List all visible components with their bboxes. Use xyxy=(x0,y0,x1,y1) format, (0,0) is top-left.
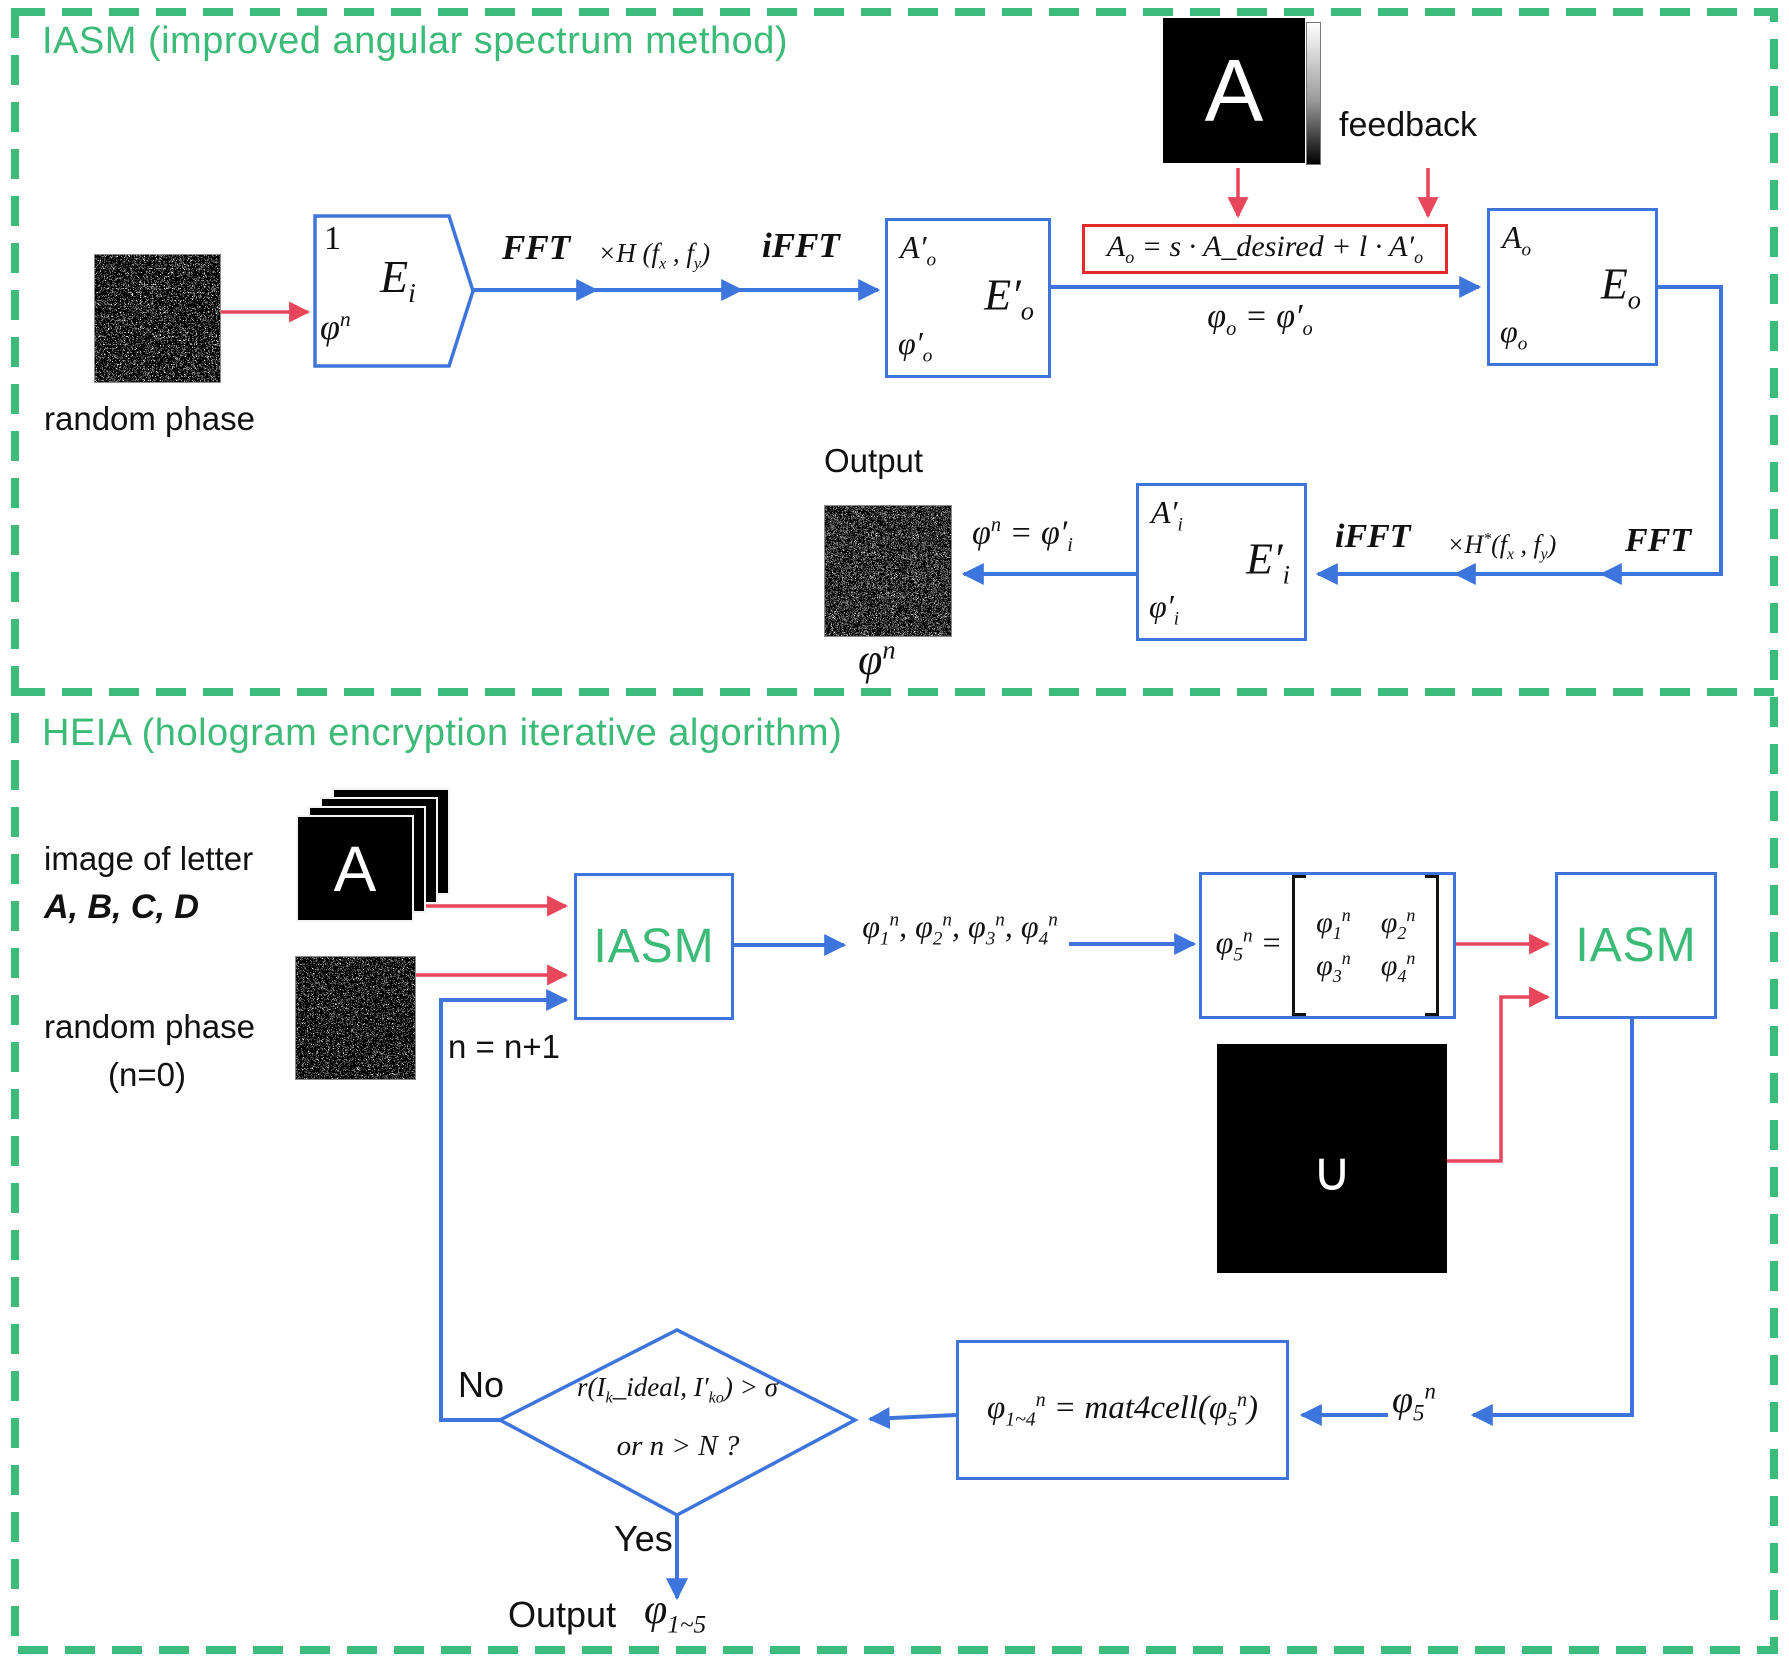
fft-forward-label: FFT xyxy=(502,228,571,267)
matrix-cell-12: φ2n xyxy=(1380,904,1416,943)
phase-list-label: φ1n, φ2n, φ3n, φ4n xyxy=(862,908,1058,950)
fft-return-label: FFT xyxy=(1625,522,1692,559)
output-hologram-image xyxy=(824,505,952,637)
ei-prime-field: E′i xyxy=(1246,534,1290,590)
amplitude-constraint-formula: Ao = s · A_desired + l · A′o xyxy=(1106,230,1424,267)
iasm-block-2: IASM xyxy=(1555,872,1717,1019)
eo-prime-amplitude: A′o xyxy=(900,229,937,271)
phase-update-formula: φo = φ′o xyxy=(1207,298,1313,340)
section-borders xyxy=(11,8,1778,1654)
iasm-section-title: IASM (improved angular spectrum method) xyxy=(42,20,789,62)
mat4cell-box: φ1~4n = mat4cell(φ5n) xyxy=(956,1340,1289,1480)
iasm-output-phase-label: φn xyxy=(858,634,896,684)
eo-prime-box: A′o E′o φ′o xyxy=(885,218,1051,378)
eo-box: Ao Eo φo xyxy=(1487,208,1658,366)
transfer-function-forward-label: ×H (fx , fy) xyxy=(598,238,711,273)
matrix-cells: φ1n φ2n φ3n φ4n xyxy=(1316,905,1415,987)
matrix-lhs: φ5n = xyxy=(1215,924,1283,966)
transfer-function-return-label: ×H*(fx , fy) xyxy=(1447,530,1557,564)
ifft-forward-label: iFFT xyxy=(762,226,840,265)
iasm-block-1: IASM xyxy=(574,873,734,1020)
letter-image-stack: A xyxy=(296,788,456,924)
decision-diamond xyxy=(496,1328,859,1517)
desired-image-letter-a: A xyxy=(1163,18,1305,163)
random-phase-image-heia xyxy=(295,956,416,1080)
random-phase-image xyxy=(94,254,221,383)
matrix-bracket-left xyxy=(1292,875,1307,1016)
random-phase-label: random phase xyxy=(44,400,255,437)
ei-prime-box: A′i E′i φ′i xyxy=(1136,483,1307,641)
matrix-cell-21: φ3n xyxy=(1316,947,1351,986)
phi5-matrix-box: φ5n = φ1n φ2n φ3n φ4n xyxy=(1199,872,1456,1019)
eo-prime-field: E′o xyxy=(984,270,1034,326)
eo-phase: φo xyxy=(1500,312,1528,354)
condition-line-1: r(Ik_ideal, I′ko) > σ xyxy=(577,1372,778,1407)
input-field-pentagon xyxy=(313,214,475,368)
grayscale-colorbar xyxy=(1306,22,1321,165)
random-phase-label-heia: random phase xyxy=(44,1008,255,1045)
amplitude-constraint-box: Ao = s · A_desired + l · A′o xyxy=(1082,224,1448,274)
matrix-cell-11: φ1n xyxy=(1316,904,1351,943)
ei-prime-amplitude: A′i xyxy=(1151,494,1183,536)
ei-prime-phase: φ′i xyxy=(1149,587,1180,629)
eo-prime-phase: φ′o xyxy=(898,324,933,366)
pentagon-phase-label: φn xyxy=(320,307,351,347)
pentagon-field-label: Ei xyxy=(380,251,416,309)
pentagon-amplitude-one: 1 xyxy=(324,220,341,257)
ifft-return-label: iFFT xyxy=(1335,518,1411,555)
eo-field: Eo xyxy=(1600,259,1641,315)
letter-names-label: A, B, C, D xyxy=(44,888,199,926)
condition-line-2: or n > N ? xyxy=(616,1430,740,1462)
heia-section-title: HEIA (hologram encryption iterative algo… xyxy=(42,712,843,754)
iasm-output-label: Output xyxy=(824,442,924,479)
image-of-letter-label: image of letter xyxy=(44,840,254,877)
mat4cell-formula: φ1~4n = mat4cell(φ5n) xyxy=(986,1388,1259,1431)
no-branch-label: No xyxy=(458,1364,505,1405)
matrix-bracket-right xyxy=(1425,875,1440,1016)
phase-output-formula: φn = φ′i xyxy=(972,514,1073,557)
heia-output-label: Output xyxy=(508,1594,617,1635)
phi5-label: φ5n xyxy=(1392,1378,1436,1426)
eo-amplitude: Ao xyxy=(1502,219,1532,261)
matrix-cell-22: φ4n xyxy=(1380,947,1416,986)
increment-label: n = n+1 xyxy=(448,1028,560,1065)
yes-branch-label: Yes xyxy=(614,1518,673,1559)
n-zero-label: (n=0) xyxy=(108,1056,186,1093)
union-key-image: ∪ xyxy=(1217,1044,1447,1273)
stack-front-letter-a: A xyxy=(296,815,414,922)
feedback-label: feedback xyxy=(1339,106,1477,144)
heia-output-phase-label: φ1~5 xyxy=(644,1587,707,1639)
